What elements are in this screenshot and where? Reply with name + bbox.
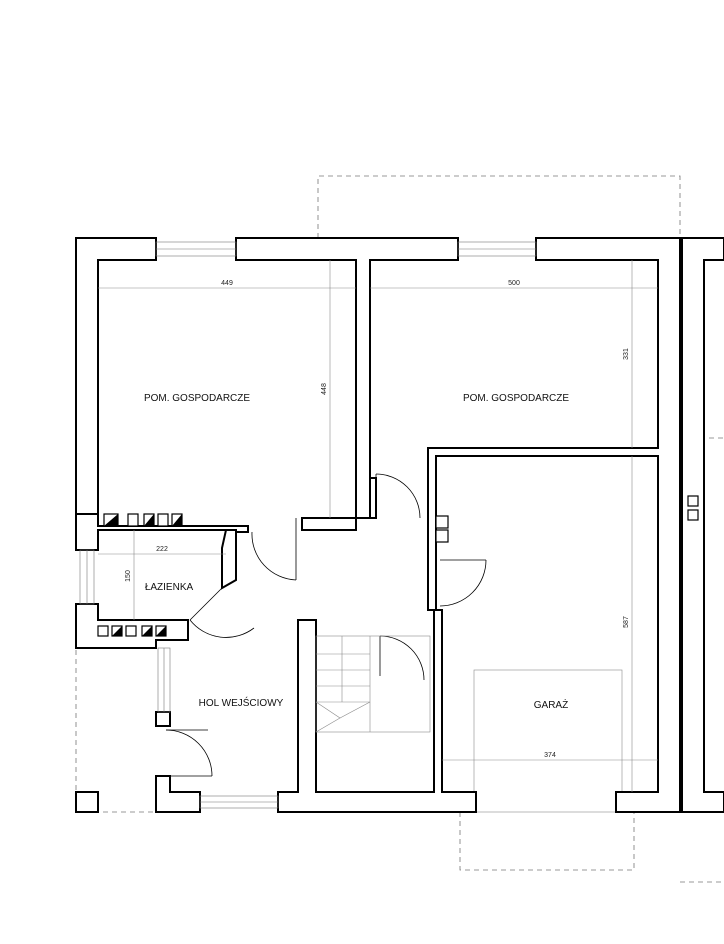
dimension-bathroom-depth: 150: [125, 570, 132, 582]
room-label-storage-left: POM. GOSPODARCZE: [144, 393, 250, 404]
windows: [79, 241, 537, 809]
dimension-garage-depth: 587: [623, 616, 630, 628]
dimension-storage-right-depth: 331: [623, 348, 630, 360]
walls: [75, 237, 724, 813]
dimension-storage-left-depth: 448: [321, 383, 328, 395]
room-label-garage: GARAŻ: [534, 698, 568, 711]
ventilation-ducts: [75, 495, 699, 813]
staircase: [315, 635, 431, 733]
room-label-hall: HOL WEJŚCIOWY: [199, 696, 284, 709]
room-label-bathroom: ŁAZIENKA: [145, 582, 194, 593]
dimension-lines: [98, 260, 658, 792]
room-label-storage-right: POM. GOSPODARCZE: [463, 393, 569, 404]
dimension-garage-width: 374: [544, 752, 556, 759]
garage-door-outline: [473, 669, 623, 813]
dimension-bathroom-width: 222: [156, 546, 168, 553]
dimension-storage-right-width: 500: [508, 280, 520, 287]
dimension-storage-left-width: 449: [221, 280, 233, 287]
doors: [165, 473, 487, 777]
